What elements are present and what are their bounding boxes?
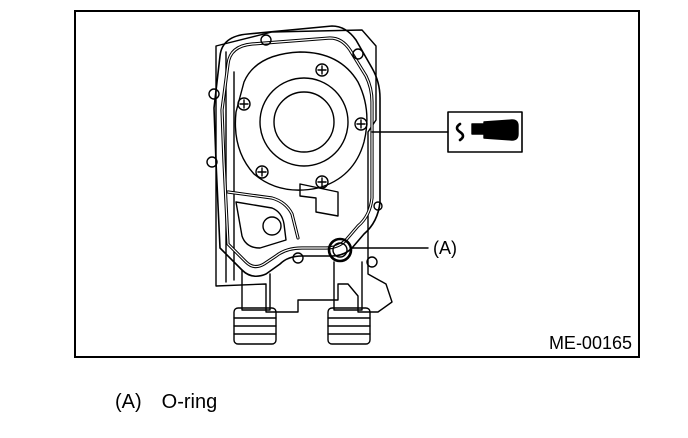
figure-id: ME-00165: [548, 333, 632, 353]
oil-passage-window: [235, 201, 287, 249]
o-ring-inner: [332, 242, 348, 258]
pipe-left: [233, 269, 277, 345]
liquid-gasket-bead-inner: [221, 37, 373, 268]
pump-bore-outer: [259, 77, 349, 167]
oil-pump-drawing: [206, 25, 523, 345]
o-ring-callout-label: (A): [433, 238, 457, 258]
pump-bore-inner: [273, 91, 335, 153]
pipe-right: [327, 261, 371, 345]
figure-frame: (A) ME-00165: [74, 10, 640, 358]
o-ring: [327, 237, 353, 263]
legend-key: (A): [115, 391, 142, 413]
cover-screws: [237, 63, 368, 189]
passage-port: [262, 216, 282, 236]
bracket: [299, 183, 339, 217]
legend-text: O-ring: [161, 391, 218, 413]
legend-item: (A) O-ring: [115, 390, 217, 414]
liquid-gasket-icon: [447, 111, 523, 153]
mounting-holes: [206, 34, 383, 268]
channel-gasket-bead-inner: [227, 191, 299, 239]
inner-rotor-housing: [234, 51, 368, 191]
pump-cover-outline: [213, 25, 381, 278]
